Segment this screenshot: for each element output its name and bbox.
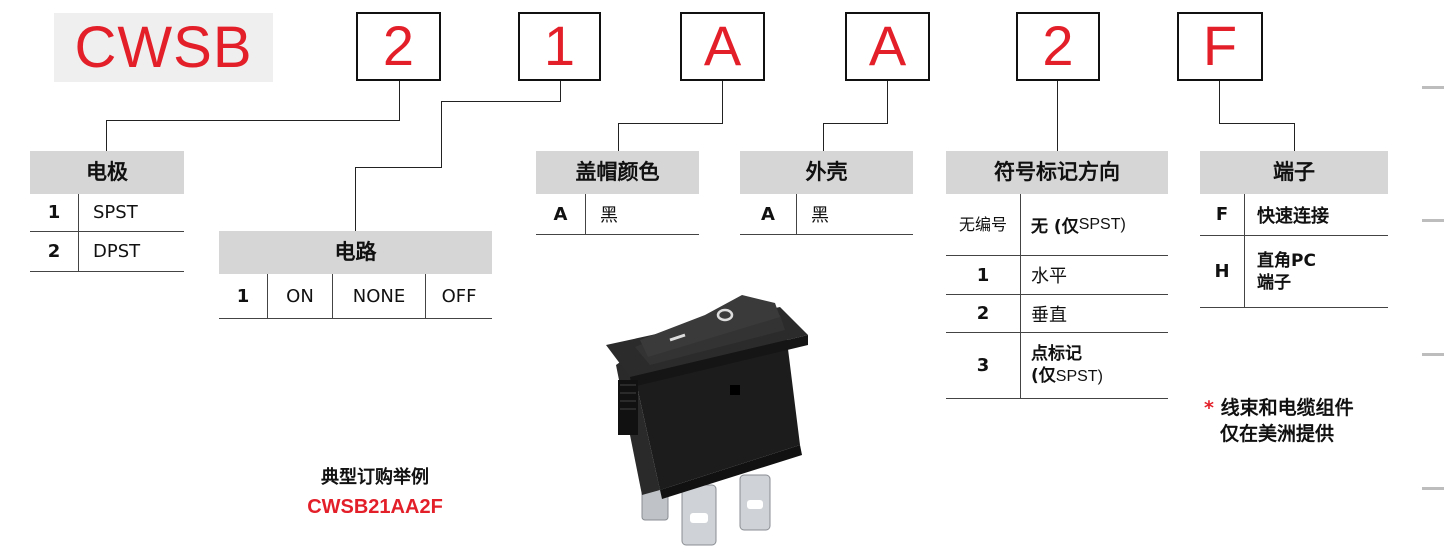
connector-line [441, 101, 561, 102]
marking-value-line2-cn: (仅 [1031, 366, 1056, 386]
note-line1: 线束和电缆组件 [1220, 397, 1354, 419]
poles-header: 电极 [30, 151, 184, 194]
poles-key: 2 [47, 241, 61, 262]
circuit-header: 电路 [219, 231, 492, 274]
marking-value: 垂直 [1031, 304, 1067, 326]
poles-value: DPST [93, 241, 141, 262]
connector-line [823, 123, 824, 151]
table-row: A 黑 [740, 194, 913, 235]
circuit-key: 1 [236, 285, 250, 307]
housing-table: 外壳 A 黑 [740, 151, 913, 235]
connector-line [106, 120, 400, 121]
marking-value-line1: 点标记 [1031, 344, 1082, 364]
housing-header: 外壳 [740, 151, 913, 194]
table-row: 2 DPST [30, 232, 184, 272]
marking-value-en: SPST) [1078, 215, 1126, 233]
actuator-table: 盖帽颜色 A 黑 [536, 151, 699, 235]
terminal-value-line2: 端子 [1257, 272, 1291, 293]
connector-line [823, 123, 888, 124]
terminal-value: 快速连接 [1257, 205, 1329, 227]
note-line2: 仅在美洲提供 [1220, 423, 1335, 445]
code-box-circuit: 1 [518, 12, 601, 81]
code-box-actuator: A [680, 12, 765, 81]
connector-line [441, 101, 442, 168]
example-code: CWSB21AA2F [307, 496, 443, 518]
poles-table: 电极 1 SPST 2 DPST [30, 151, 184, 272]
circuit-pos3: OFF [425, 274, 492, 318]
connector-line [1219, 123, 1295, 124]
poles-key: 1 [47, 202, 61, 223]
actuator-header: 盖帽颜色 [536, 151, 699, 194]
table-row: 2 垂直 [946, 295, 1168, 333]
terminal-key: H [1214, 261, 1230, 282]
connector-line [399, 81, 400, 121]
table-row: 1 ON NONE OFF [219, 274, 492, 319]
circuit-table: 电路 1 ON NONE OFF [219, 231, 492, 319]
edge-mark [1422, 353, 1444, 356]
table-row: H 直角PC 端子 [1200, 236, 1388, 308]
connector-line [722, 81, 723, 124]
connector-line [106, 120, 107, 151]
connector-line [887, 81, 888, 124]
terminal-value: 直角PC 端子 [1245, 236, 1316, 307]
actuator-key: A [553, 203, 568, 225]
marking-value: 水平 [1031, 266, 1067, 287]
marking-value-line2-en: SPST) [1055, 368, 1103, 385]
example-title: 典型订购举例 [321, 467, 429, 488]
part-prefix: CWSB [54, 13, 273, 82]
code-box-terminal: F [1177, 12, 1263, 81]
marking-key: 1 [976, 264, 990, 286]
connector-line [618, 123, 723, 124]
code-box-housing: A [845, 12, 930, 81]
edge-mark [1422, 219, 1444, 222]
terminal-key: F [1215, 204, 1229, 225]
connector-line [1219, 81, 1220, 124]
table-row: F 快速连接 [1200, 194, 1388, 236]
rocker-switch-photo [606, 295, 808, 546]
actuator-value: 黑 [600, 205, 618, 226]
table-row: 3 点标记 (仅SPST) [946, 333, 1168, 399]
availability-note: * 线束和电缆组件 仅在美洲提供 [1204, 395, 1354, 447]
connector-line [355, 167, 356, 231]
code-box-poles: 2 [356, 12, 441, 81]
connector-line [1057, 81, 1058, 151]
code-box-marking: 2 [1016, 12, 1100, 81]
marking-key: 3 [976, 355, 990, 376]
edge-mark [1422, 86, 1444, 89]
table-row: A 黑 [536, 194, 699, 235]
marking-value-cn: 无 (仅 [1031, 217, 1079, 237]
marking-key: 2 [976, 303, 990, 324]
circuit-pos1: ON [267, 274, 332, 318]
marking-value: 点标记 (仅SPST) [1021, 333, 1103, 398]
marking-header: 符号标记方向 [946, 151, 1168, 194]
connector-line [355, 167, 442, 168]
table-row: 1 水平 [946, 256, 1168, 295]
circuit-pos2: NONE [332, 274, 425, 318]
terminal-table: 端子 F 快速连接 H 直角PC 端子 [1200, 151, 1388, 308]
marking-key: 无编号 [958, 215, 1007, 234]
terminal-value-line1: 直角PC [1257, 250, 1316, 271]
connector-line [560, 81, 561, 102]
housing-value: 黑 [811, 205, 829, 226]
table-row: 1 SPST [30, 194, 184, 232]
connector-line [618, 123, 619, 151]
edge-mark [1422, 487, 1444, 490]
connector-line [1294, 123, 1295, 151]
poles-value: SPST [93, 202, 138, 223]
terminal-header: 端子 [1200, 151, 1388, 194]
note-star: * [1204, 397, 1214, 419]
housing-key: A [761, 203, 775, 225]
